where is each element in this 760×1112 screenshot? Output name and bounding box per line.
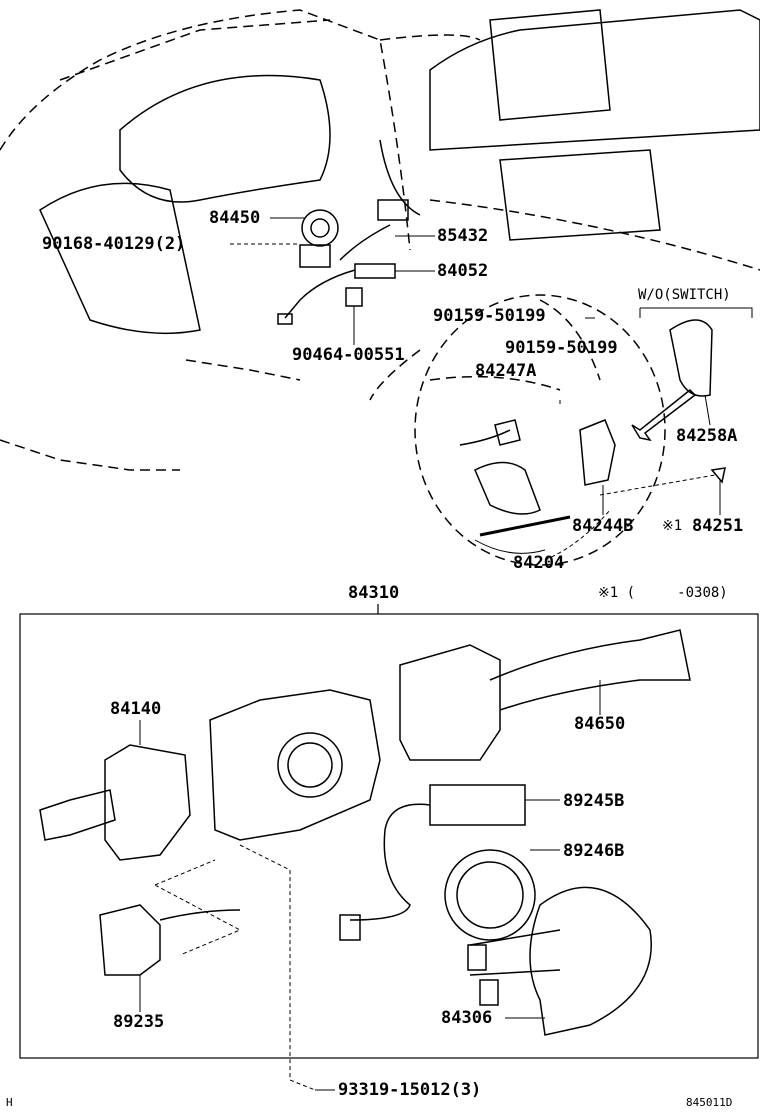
part-label-93319-15012: 93319-15012(3) xyxy=(338,1080,482,1100)
part-label-90159-50199-a: 90159-50199 xyxy=(433,306,546,326)
footnote-1: ※1 ( -0308) xyxy=(598,585,728,601)
part-label-84140: 84140 xyxy=(110,699,162,719)
part-label-89246B: 89246B xyxy=(563,841,625,861)
steering-parts xyxy=(459,319,726,537)
part-label-84258A: 84258A xyxy=(676,426,738,446)
figure-id: 845011D xyxy=(686,1096,733,1109)
assembly-leaders xyxy=(139,680,601,1091)
corner-mark: H xyxy=(6,1096,13,1109)
part-label-84204: 84204 xyxy=(513,553,565,573)
steering-leaders xyxy=(474,307,753,561)
part-label-84306: 84306 xyxy=(441,1008,493,1028)
upper-leaders xyxy=(230,217,435,345)
part-label-89245B: 89245B xyxy=(563,791,625,811)
part-label-90464-00551: 90464-00551 xyxy=(292,345,405,365)
part-label-84244B: 84244B xyxy=(572,516,634,536)
part-label-84251: 84251 xyxy=(692,516,744,536)
part-label-84450: 84450 xyxy=(209,208,261,228)
part-label-85432: 85432 xyxy=(437,226,489,246)
part-label-84310: 84310 xyxy=(348,583,400,603)
part-label-90159-50199-b: 90159-50199 xyxy=(505,338,618,358)
upper-left-parts xyxy=(277,199,409,325)
note-mark-1: ※1 xyxy=(662,518,683,534)
part-label-89235: 89235 xyxy=(113,1012,165,1032)
dashboard-outline xyxy=(0,9,760,471)
steering-wheel-outline xyxy=(414,294,666,566)
part-label-84052: 84052 xyxy=(437,261,489,281)
part-label-84650: 84650 xyxy=(574,714,626,734)
part-label-84247A: 84247A xyxy=(475,361,537,381)
dashboard-solid-lines xyxy=(39,9,760,335)
without-switch-note: W/O(SWITCH) xyxy=(638,287,731,303)
assembly-box xyxy=(19,604,759,1059)
part-label-90168-40129: 90168-40129(2) xyxy=(42,234,186,254)
assembly-parts xyxy=(39,629,691,1036)
